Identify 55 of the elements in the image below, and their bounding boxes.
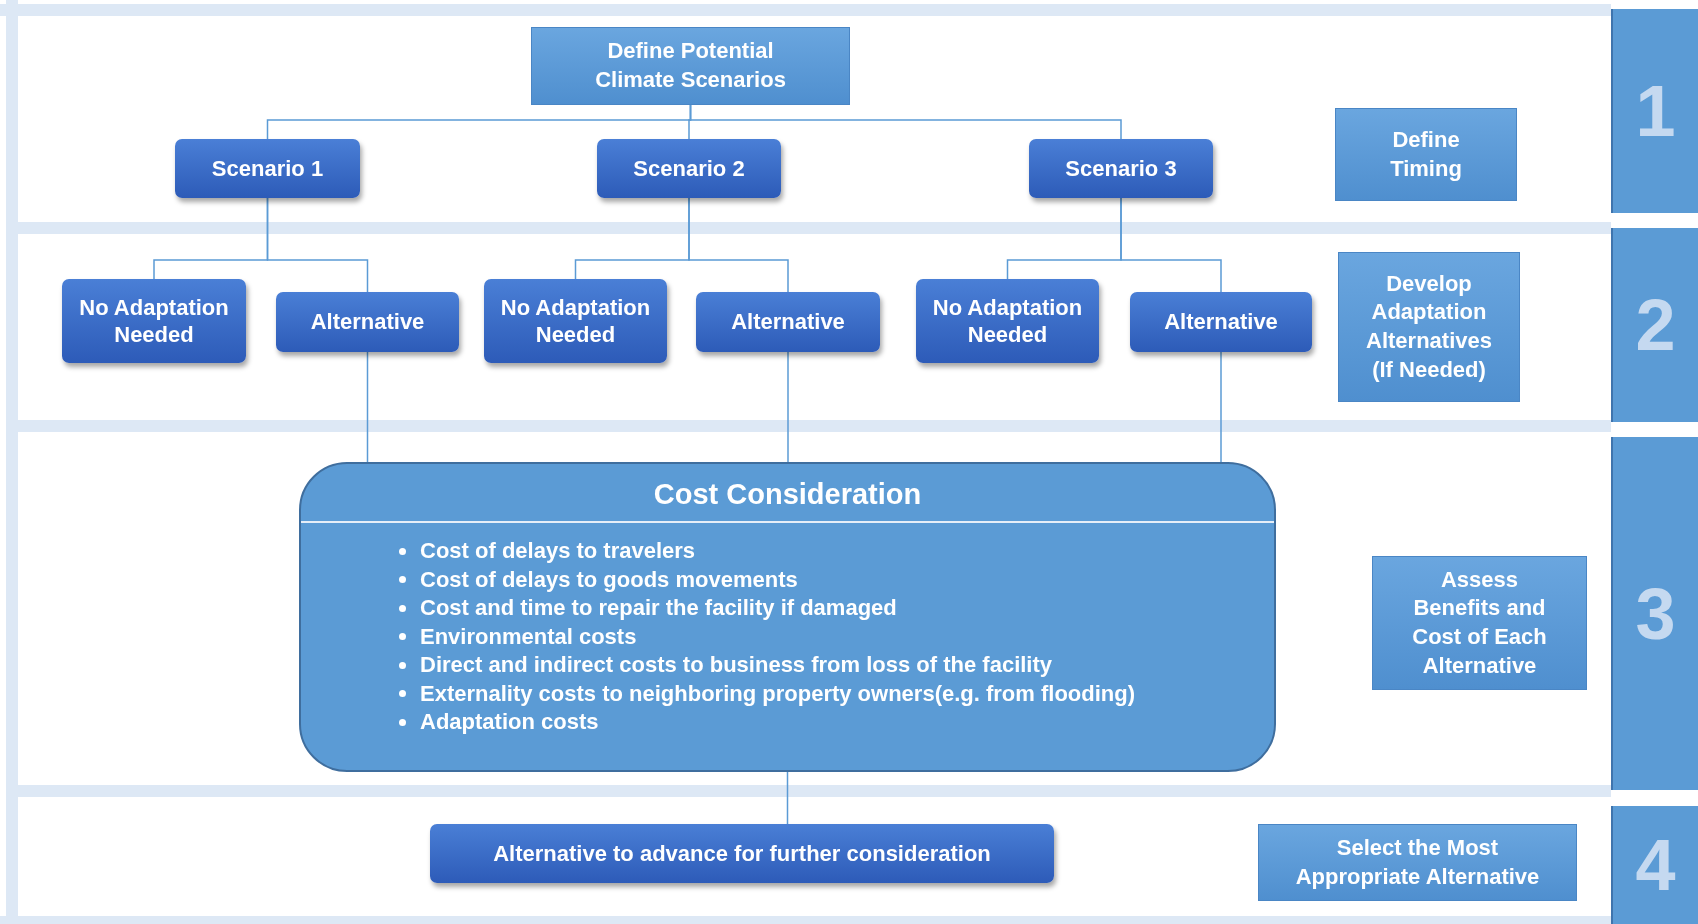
panel-heading: Cost Consideration (301, 464, 1274, 523)
bullet-item: Cost of delays to travelers (420, 537, 696, 565)
bullet-item: Cost of delays to goods movements (420, 565, 798, 594)
step-number-band (1611, 806, 1698, 924)
bullet-item: Direct and indirect costs to business from loss of the facility (420, 651, 1053, 679)
process-box (484, 279, 667, 363)
box-label: Select the Most Appropriate Alternative (1294, 833, 1541, 891)
box-label: Scenario 1 (211, 154, 324, 183)
bullet-item: Adaptation costs (420, 708, 599, 736)
process-box (1130, 292, 1312, 352)
process-box (62, 279, 246, 363)
box-label: Alternative (310, 308, 425, 336)
step-number: 4 (1635, 824, 1676, 906)
connector-line (1120, 197, 1222, 293)
step-number: 1 (1635, 70, 1676, 152)
box-label: No Adaptation Needed (78, 293, 230, 349)
box-label: Define Timing (1389, 125, 1463, 183)
connector-line (366, 351, 369, 463)
step-box (531, 27, 850, 105)
process-box (696, 292, 880, 352)
connector-line (688, 197, 789, 293)
connector-line (266, 197, 369, 293)
step-number-band (1611, 228, 1698, 422)
step-box (1258, 824, 1577, 901)
box-label: Assess Benefits and Cost of Each Alternative (1411, 565, 1548, 680)
box-label: Develop Adaptation Alternatives (If Needed) (1365, 269, 1493, 384)
step-number-band (1611, 437, 1698, 790)
process-box (916, 279, 1099, 363)
box-label: Define Potential Climate Scenarios (594, 37, 787, 94)
box-label: Scenario 3 (1065, 154, 1177, 183)
box-label: Alternative (731, 308, 845, 336)
process-box (276, 292, 459, 352)
connector-line (786, 771, 789, 825)
box-label: Alternative to advance for further consideration (493, 839, 991, 868)
bullet-item: Environmental costs (420, 622, 637, 651)
process-box (430, 824, 1054, 883)
cost-panel (299, 462, 1276, 772)
process-box (175, 139, 360, 198)
box-label: No Adaptation Needed (499, 293, 652, 349)
box-label: Alternative (1164, 308, 1278, 336)
step-box (1372, 556, 1587, 690)
process-box (1029, 139, 1213, 198)
step-number: 2 (1635, 284, 1676, 366)
box-label: No Adaptation Needed (931, 293, 1084, 349)
step-number: 3 (1635, 572, 1676, 655)
connector-line (1220, 351, 1222, 463)
step-box (1338, 252, 1520, 402)
bullet-item: Externality costs to neighboring property owners(e.g. from flooding) (420, 679, 1136, 708)
box-label: Scenario 2 (633, 154, 745, 183)
bullet-item: Cost and time to repair the facility if damaged (420, 594, 897, 622)
connector-line (689, 104, 1122, 140)
step-box (1335, 108, 1517, 201)
step-number-band (1611, 9, 1698, 213)
process-box (597, 139, 781, 198)
connector-line (787, 351, 789, 463)
